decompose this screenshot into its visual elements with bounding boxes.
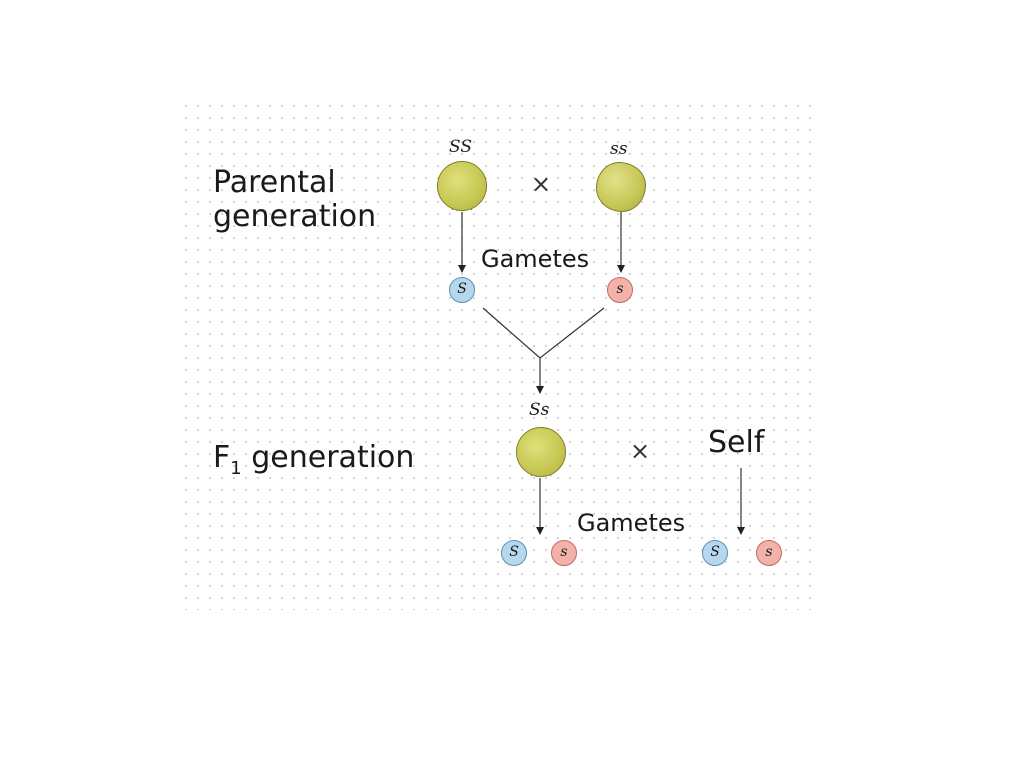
parental-heading: Parental generation	[213, 166, 376, 233]
f1-seed-icon	[516, 427, 566, 477]
f1-self-dominant-gamete: S	[702, 540, 728, 566]
merge-lines	[482, 307, 605, 359]
parental-heading-line2: generation	[213, 198, 377, 234]
f1-heading-prefix: F	[213, 440, 231, 475]
f1-left-recessive-gamete: s	[551, 540, 577, 566]
parental-cross-symbol: ×	[531, 170, 552, 198]
round-seed-genotype: SS	[449, 137, 472, 157]
f1-seed-genotype: Ss	[529, 400, 550, 420]
f1-heading-suffix: generation	[241, 440, 415, 475]
diagram-background	[180, 100, 812, 610]
parental-dominant-gamete: S	[449, 277, 475, 303]
parental-recessive-gamete: s	[607, 277, 633, 303]
round-seed-icon	[437, 161, 487, 211]
f1-gametes-label: Gametes	[577, 509, 686, 537]
f1-heading: F1 generation	[213, 441, 414, 479]
parental-gametes-label: Gametes	[481, 245, 590, 273]
f1-left-dominant-gamete: S	[501, 540, 527, 566]
f1-self-recessive-gamete: s	[756, 540, 782, 566]
wrinkled-seed-genotype: ss	[610, 139, 628, 159]
self-label: Self	[708, 425, 765, 460]
f1-cross-symbol: ×	[630, 437, 651, 465]
parental-heading-line1: Parental	[213, 165, 336, 200]
f1-heading-subscript: 1	[230, 458, 242, 479]
wrinkled-seed-icon	[596, 162, 646, 212]
